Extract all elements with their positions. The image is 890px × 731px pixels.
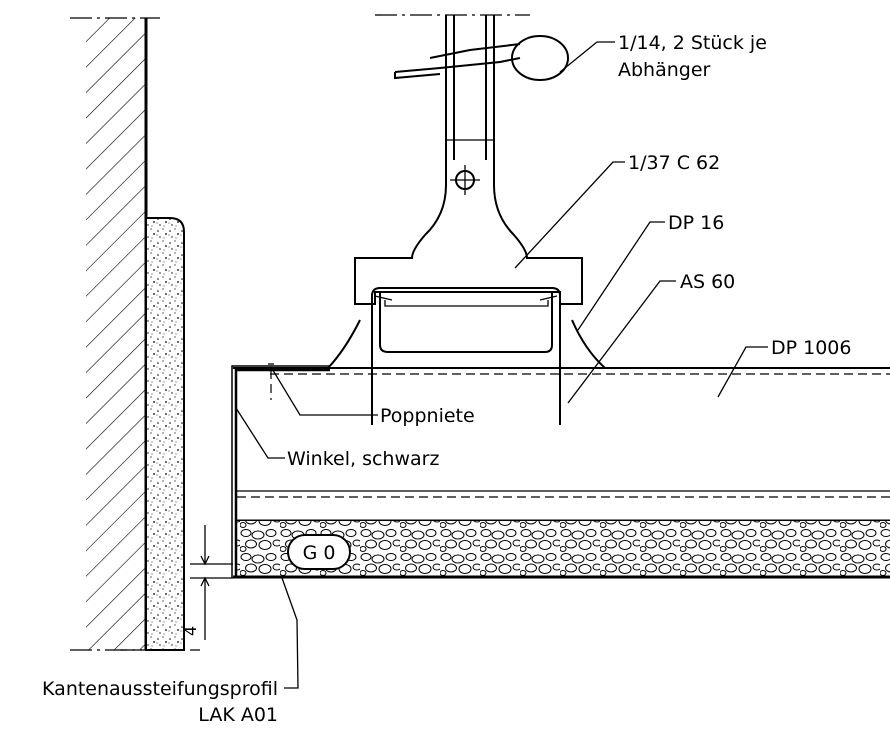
clip-label: 1/14, 2 Stück je <box>618 32 767 54</box>
leader-lines <box>235 41 768 689</box>
dimension-4 <box>190 525 233 640</box>
g0-badge <box>287 534 351 570</box>
ceiling-panel <box>233 367 890 579</box>
as60-label: AS 60 <box>680 271 735 293</box>
dp1006-label: DP 1006 <box>771 337 851 359</box>
dp16-label: DP 16 <box>668 212 724 234</box>
as60-profile <box>371 360 561 425</box>
dimension-label: 4 <box>181 626 200 636</box>
angle-profile <box>231 363 330 578</box>
hanger-label: 1/37 C 62 <box>628 152 720 174</box>
wall <box>70 17 160 651</box>
hanger-rods <box>375 14 530 160</box>
hanger-bracket <box>354 160 583 305</box>
plaster-layer <box>120 217 200 651</box>
angle-label: Winkel, schwarz <box>287 448 439 470</box>
rivets-label: Poppniete <box>380 405 475 427</box>
g0-badge-label: G 0 <box>303 542 336 564</box>
profile-dp16 <box>327 287 606 369</box>
clip-label-line2: Abhänger <box>618 59 711 81</box>
spring-clip <box>394 35 569 81</box>
stiffener-label: Kantenaussteifungsprofil <box>42 678 278 700</box>
stiffener-code-label: LAK A01 <box>198 704 278 726</box>
